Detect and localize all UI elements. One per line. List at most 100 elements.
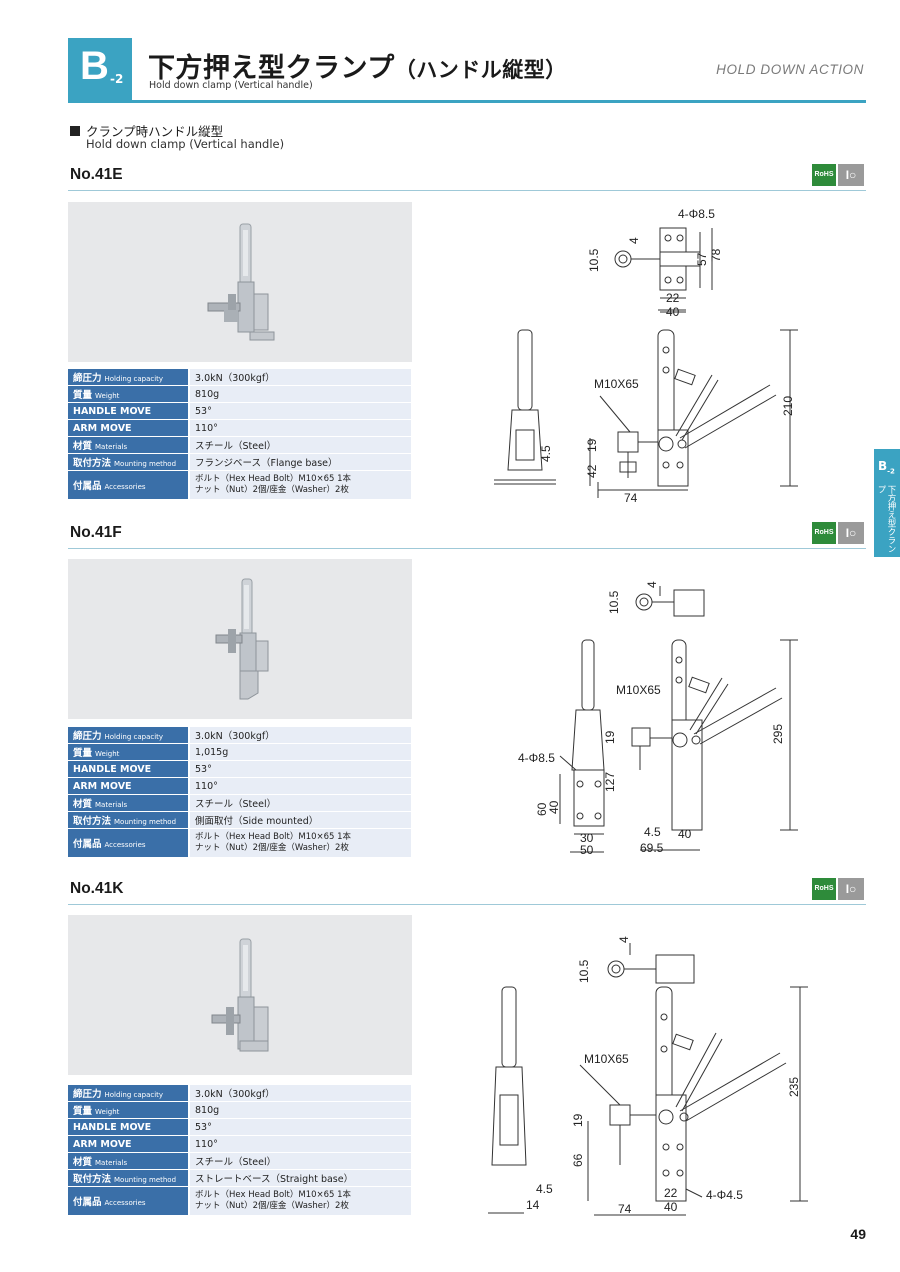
- spec-value: スチール（Steel）: [188, 1153, 411, 1169]
- category-heading-text: クランプ時ハンドル縦型: [86, 124, 224, 139]
- page-title-main: 下方押え型クランプ: [148, 53, 395, 84]
- dim-label: 10.5: [587, 248, 601, 272]
- model-title-41e: No.41E: [70, 166, 123, 183]
- dim-label: 4-Φ4.5: [706, 1188, 743, 1202]
- category-heading: クランプ時ハンドル縦型: [70, 121, 223, 140]
- dim-label: 10.5: [607, 590, 621, 614]
- dim-label: 50: [580, 843, 594, 857]
- header-rule: [68, 100, 866, 103]
- spec-value: 53°: [188, 761, 411, 777]
- dim-label: 19: [585, 438, 599, 452]
- badges-41f: RoHS I○: [812, 522, 864, 544]
- rohs-icon: RoHS: [812, 522, 836, 544]
- dim-label: 4.5: [536, 1182, 553, 1196]
- spec-key: ARM MOVE: [68, 778, 188, 794]
- model-title-41f: No.41F: [70, 524, 122, 541]
- dim-label: 127: [603, 772, 617, 792]
- spec-value: 側面取付（Side mounted）: [188, 812, 411, 828]
- drawing-41k: 4 10.5 M10X65 19 66 4.5 14 74 22 40 4-Φ4…: [480, 925, 820, 1229]
- side-tab-code: B-2: [878, 459, 895, 475]
- spec-key: ARM MOVE: [68, 420, 188, 436]
- spec-value: 110°: [188, 1136, 411, 1152]
- page-title-paren: （ハンドル縦型）: [394, 58, 567, 82]
- category-heading-en: Hold down clamp (Vertical handle): [86, 137, 285, 151]
- spec-key: HANDLE MOVE: [68, 1119, 188, 1135]
- dim-label: 42: [585, 464, 599, 478]
- section-sub: -2: [110, 72, 124, 86]
- dim-label: 10.5: [577, 959, 591, 983]
- dim-label: 66: [571, 1153, 585, 1167]
- spec-value: 810g: [188, 386, 411, 402]
- rohs-icon: RoHS: [812, 878, 836, 900]
- model-rule: [68, 548, 866, 549]
- spec-key: HANDLE MOVE: [68, 761, 188, 777]
- side-tab[interactable]: B-2 下方押え型クランプ: [874, 449, 900, 557]
- product-photo-41k: [68, 915, 412, 1075]
- square-bullet-icon: [70, 126, 80, 136]
- section-letter: B: [80, 44, 109, 88]
- section-badge: B -2: [68, 38, 132, 102]
- spec-value: ボルト（Hex Head Bolt）M10×65 1本ナット（Nut）2個/座金…: [188, 829, 411, 857]
- spec-value: 3.0kN（300kgf）: [188, 369, 411, 385]
- model-rule: [68, 190, 866, 191]
- dim-label: 4.5: [539, 445, 553, 462]
- dim-label: 22: [664, 1186, 678, 1200]
- dim-label: 74: [624, 491, 638, 505]
- dim-label: 295: [771, 724, 785, 744]
- dim-label: M10X65: [616, 683, 661, 697]
- spec-value: 110°: [188, 420, 411, 436]
- dim-label: 235: [787, 1077, 801, 1097]
- dim-label: 19: [571, 1113, 585, 1127]
- dim-label: 4: [617, 936, 631, 943]
- spec-value: ストレートベース（Straight base）: [188, 1170, 411, 1186]
- dim-label: 14: [526, 1198, 540, 1212]
- side-tab-letter: B: [878, 459, 888, 473]
- drawing-41f: 4 10.5 M10X65 19 4-Φ8.5 127 60 40 30 50 …: [500, 570, 820, 864]
- dim-label: M10X65: [584, 1052, 629, 1066]
- badges-41e: RoHS I○: [812, 164, 864, 186]
- dim-label: 4-Φ8.5: [518, 751, 555, 765]
- io-icon: I○: [838, 164, 864, 186]
- spec-value: ボルト（Hex Head Bolt）M10×65 1本ナット（Nut）2個/座金…: [188, 1187, 411, 1215]
- spec-value: ボルト（Hex Head Bolt）M10×65 1本ナット（Nut）2個/座金…: [188, 471, 411, 499]
- spec-value: スチール（Steel）: [188, 437, 411, 453]
- io-icon: I○: [838, 878, 864, 900]
- dim-label: 22: [666, 291, 680, 305]
- spec-value: 1,015g: [188, 744, 411, 760]
- dim-label: 57: [695, 252, 709, 266]
- dim-label: 40: [664, 1200, 678, 1214]
- model-rule: [68, 904, 866, 905]
- page-subtitle: Hold down clamp (Vertical handle): [149, 80, 313, 91]
- dim-label: 19: [603, 730, 617, 744]
- drawing-41e: 4-Φ8.5 4 10.5 57 78 22 40 M10X65 19 42 4…: [480, 200, 820, 514]
- dim-label: 210: [781, 396, 795, 416]
- dim-label: 4-Φ8.5: [678, 207, 715, 221]
